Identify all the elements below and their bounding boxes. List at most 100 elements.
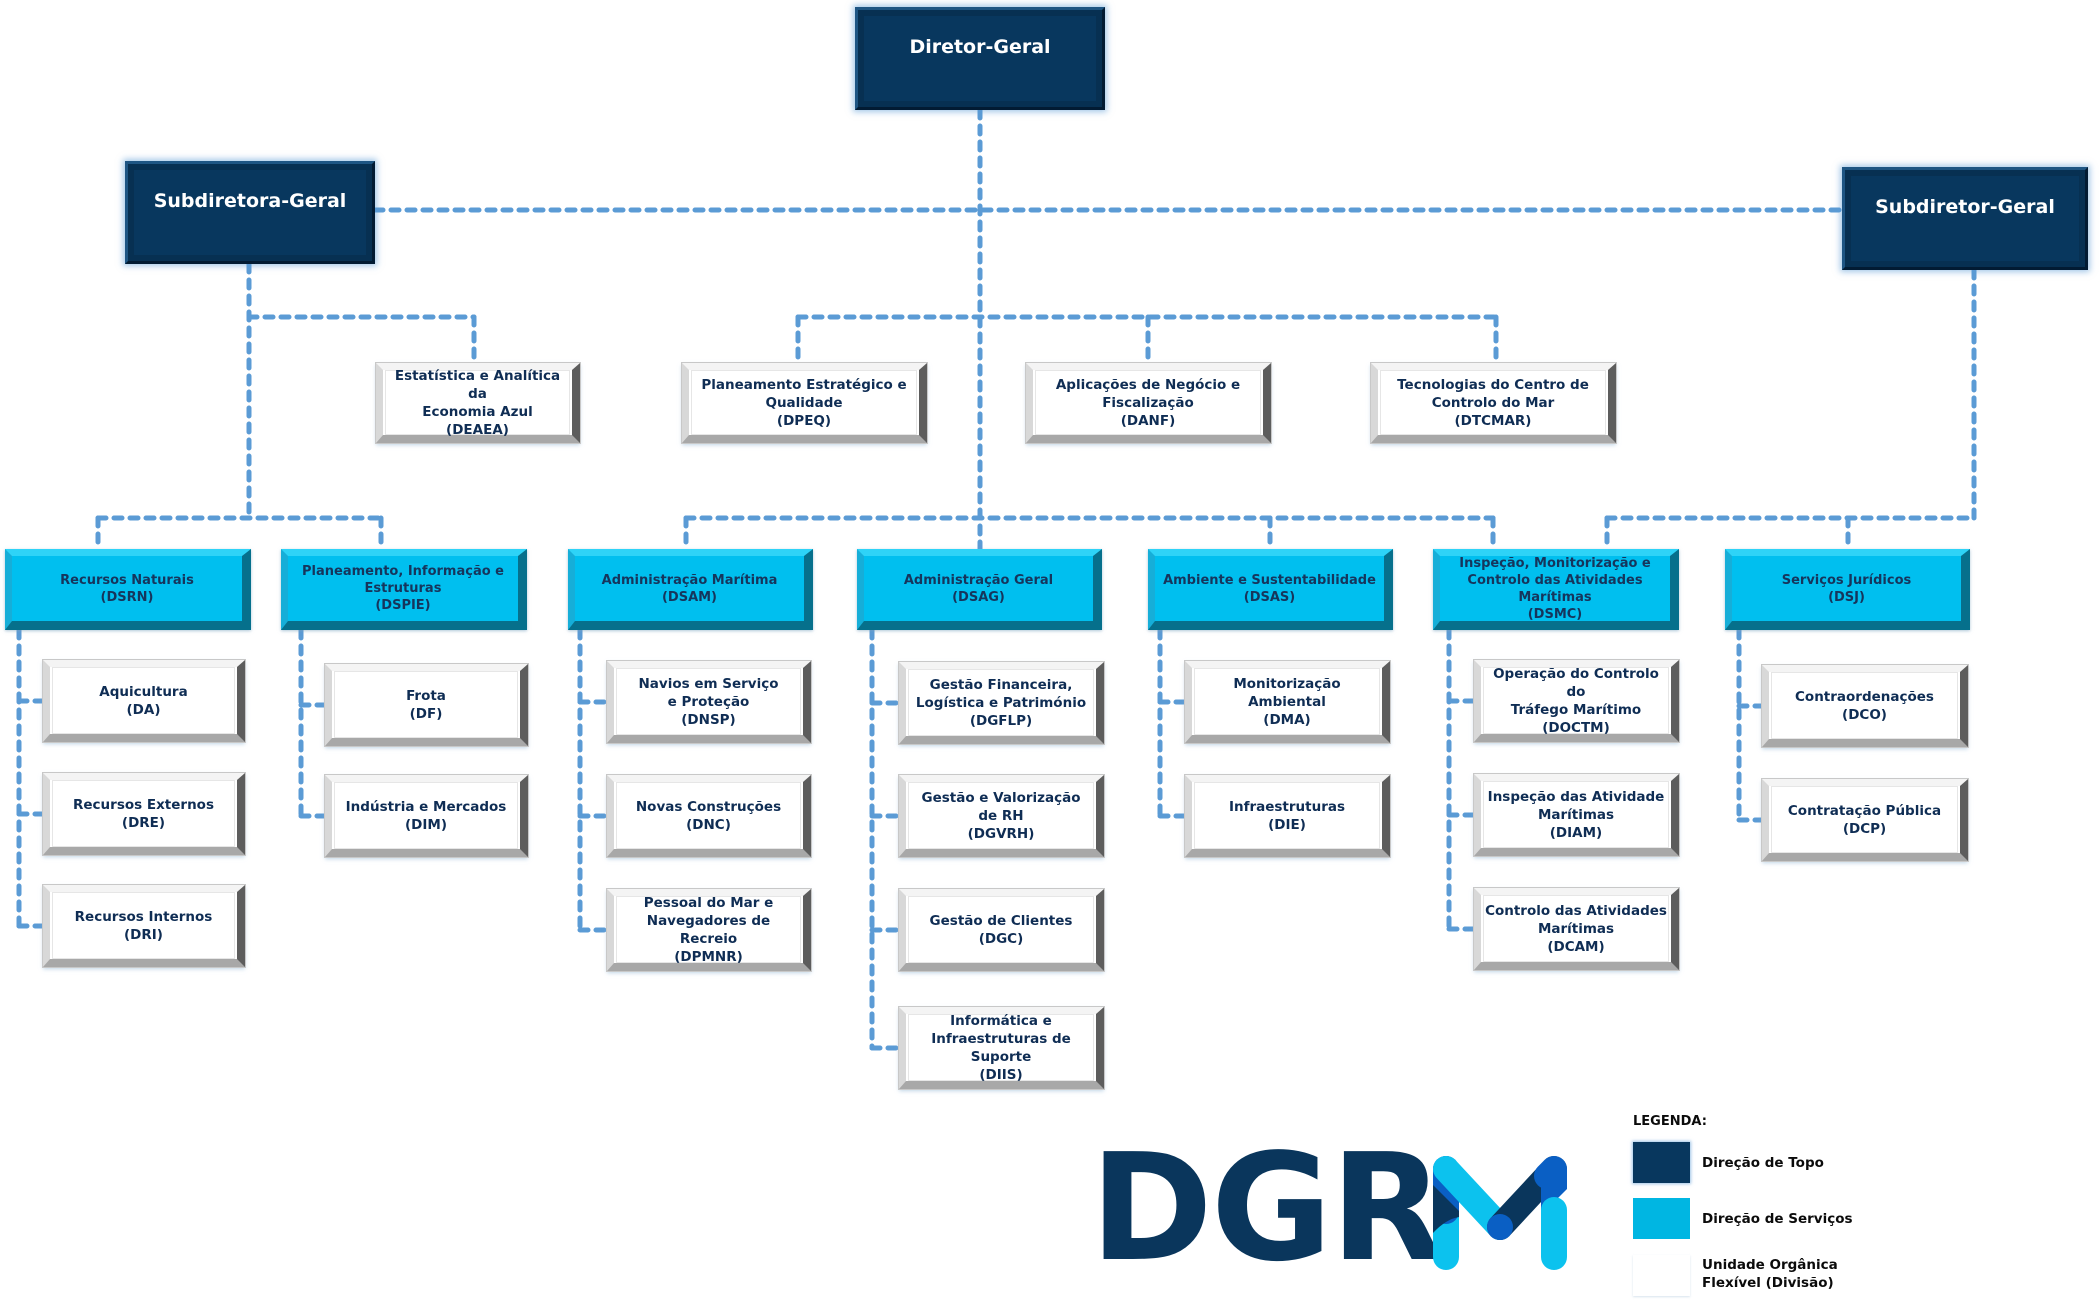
legend-label-division: Unidade Orgânica Flexível (Divisão) xyxy=(1702,1257,1838,1291)
division-df: Frota(DF) xyxy=(324,663,529,747)
division-line: Inspeção das Atividade xyxy=(1487,788,1665,805)
service-dsam: Administração Marítima(DSAM) xyxy=(568,549,813,630)
division-acronym: (DIM) xyxy=(404,816,447,833)
unit-acronym: (DANF) xyxy=(1120,412,1176,429)
unit-line: Aplicações de Negócio e xyxy=(1055,376,1241,393)
service-line: Estruturas xyxy=(364,581,442,596)
division-dri: Recursos Internos(DRI) xyxy=(42,884,246,968)
legend-swatch-top-direction xyxy=(1633,1142,1690,1183)
division-acronym: (DIIS) xyxy=(979,1066,1023,1083)
service-line: Recursos Naturais xyxy=(60,572,194,588)
division-line: de RH xyxy=(978,807,1024,824)
unit-line: Controlo do Mar xyxy=(1431,394,1555,411)
division-line: Infraestruturas xyxy=(1228,798,1346,815)
division-acronym: (DRE) xyxy=(121,814,166,831)
staff-unit-dtcmar: Tecnologias do Centro de Controlo do Mar… xyxy=(1370,362,1617,444)
director-general-box: Diretor-Geral xyxy=(855,7,1105,110)
unit-line: Tecnologias do Centro de xyxy=(1397,376,1589,393)
dgrm-m-logo-icon xyxy=(1433,1156,1567,1270)
unit-line: Planeamento Estratégico e xyxy=(701,376,907,393)
deputy-director-right-label: Subdiretor-Geral xyxy=(1875,196,2055,218)
division-line: Contratação Pública xyxy=(1787,802,1942,819)
division-line: Marítimas xyxy=(1537,806,1615,823)
director-general-label: Diretor-Geral xyxy=(909,36,1051,58)
unit-acronym: (DPEQ) xyxy=(776,412,832,429)
division-acronym: (DMA) xyxy=(1263,711,1311,728)
division-acronym: (DOCTM) xyxy=(1542,719,1610,736)
service-dsas: Ambiente e Sustentabilidade(DSAS) xyxy=(1148,549,1393,630)
service-line: Controlo das Atividades xyxy=(1467,572,1643,588)
division-acronym: (DNC) xyxy=(686,816,731,833)
service-acronym: (DSRN) xyxy=(100,589,154,605)
division-line: Operação do Controlo do xyxy=(1493,665,1659,700)
division-line: Logística e Património xyxy=(915,694,1087,711)
division-dco: Contraordenações(DCO) xyxy=(1761,664,1969,748)
division-acronym: (DGVRH) xyxy=(967,825,1035,842)
division-line: Marítimas xyxy=(1537,920,1615,937)
division-dim: Indústria e Mercados(DIM) xyxy=(324,774,529,858)
service-dsj: Serviços Jurídicos(DSJ) xyxy=(1725,549,1970,630)
division-acronym: (DPMNR) xyxy=(674,948,743,965)
deputy-director-right-box: Subdiretor-Geral xyxy=(1842,167,2088,270)
division-line: e Proteção xyxy=(667,693,750,710)
staff-unit-deaea: Estatística e Analítica da Economia Azul… xyxy=(375,362,581,444)
logo-text: DGR xyxy=(1090,1122,1444,1294)
staff-unit-danf: Aplicações de Negócio e Fiscalização (DA… xyxy=(1025,362,1272,444)
division-line: Recursos Externos xyxy=(73,796,214,813)
service-line: Marítimas xyxy=(1518,589,1592,605)
service-acronym: (DSAS) xyxy=(1243,589,1296,605)
legend-swatch-service-direction xyxy=(1633,1198,1690,1239)
division-line: Controlo das Atividades xyxy=(1485,902,1667,919)
division-acronym: (DGFLP) xyxy=(969,712,1033,729)
legend-swatch-division xyxy=(1633,1255,1690,1296)
service-dsag: Administração Geral(DSAG) xyxy=(857,549,1102,630)
deputy-director-left-box: Subdiretora-Geral xyxy=(125,161,375,264)
division-acronym: (DCP) xyxy=(1842,820,1887,837)
division-line: Contraordenações xyxy=(1795,688,1934,705)
service-acronym: (DSAG) xyxy=(952,589,1005,605)
division-acronym: (DIAM) xyxy=(1549,824,1603,841)
service-acronym: (DSJ) xyxy=(1828,589,1865,605)
division-dgc: Gestão de Clientes(DGC) xyxy=(898,888,1105,972)
division-line: Aquicultura xyxy=(99,683,188,700)
service-line: Inspeção, Monitorização e xyxy=(1459,555,1651,571)
division-dcp: Contratação Pública(DCP) xyxy=(1761,778,1969,862)
unit-line: Fiscalização xyxy=(1102,394,1194,411)
division-line: Informática e xyxy=(950,1012,1052,1029)
division-acronym: (DCAM) xyxy=(1547,938,1605,955)
unit-acronym: (DTCMAR) xyxy=(1454,412,1532,429)
service-acronym: (DSPIE) xyxy=(375,598,431,613)
service-acronym: (DSAM) xyxy=(661,589,718,605)
legend-label-top-direction: Direção de Topo xyxy=(1702,1155,1824,1171)
division-line: Infraestruturas de Suporte xyxy=(931,1030,1071,1065)
unit-acronym: (DEAEA) xyxy=(446,421,509,438)
division-line: Monitorização Ambiental xyxy=(1233,675,1341,710)
division-acronym: (DIE) xyxy=(1268,816,1306,833)
division-line: Gestão e Valorização xyxy=(921,789,1081,806)
division-line: Pessoal do Mar e xyxy=(643,894,774,911)
division-line: Gestão de Clientes xyxy=(929,912,1073,929)
service-line: Ambiente e Sustentabilidade xyxy=(1163,572,1376,588)
division-line: Gestão Financeira, xyxy=(929,676,1073,693)
division-line: Novas Construções xyxy=(635,798,782,815)
division-da: Aquicultura(DA) xyxy=(42,659,246,743)
division-line: Frota xyxy=(406,687,446,704)
unit-line: Estatística e Analítica da xyxy=(394,367,561,402)
service-acronym: (DSMC) xyxy=(1527,606,1583,622)
legend: LEGENDA: Direção de Topo Direção de Serv… xyxy=(1633,1114,1933,1304)
staff-unit-dpeq: Planeamento Estratégico e Qualidade (DPE… xyxy=(681,362,928,444)
division-acronym: (DGC) xyxy=(978,930,1024,947)
legend-label-service-direction: Direção de Serviços xyxy=(1702,1211,1853,1227)
division-line: Navegadores de Recreio xyxy=(646,912,771,947)
service-line: Administração Marítima xyxy=(601,572,778,588)
division-acronym: (DF) xyxy=(409,705,443,722)
